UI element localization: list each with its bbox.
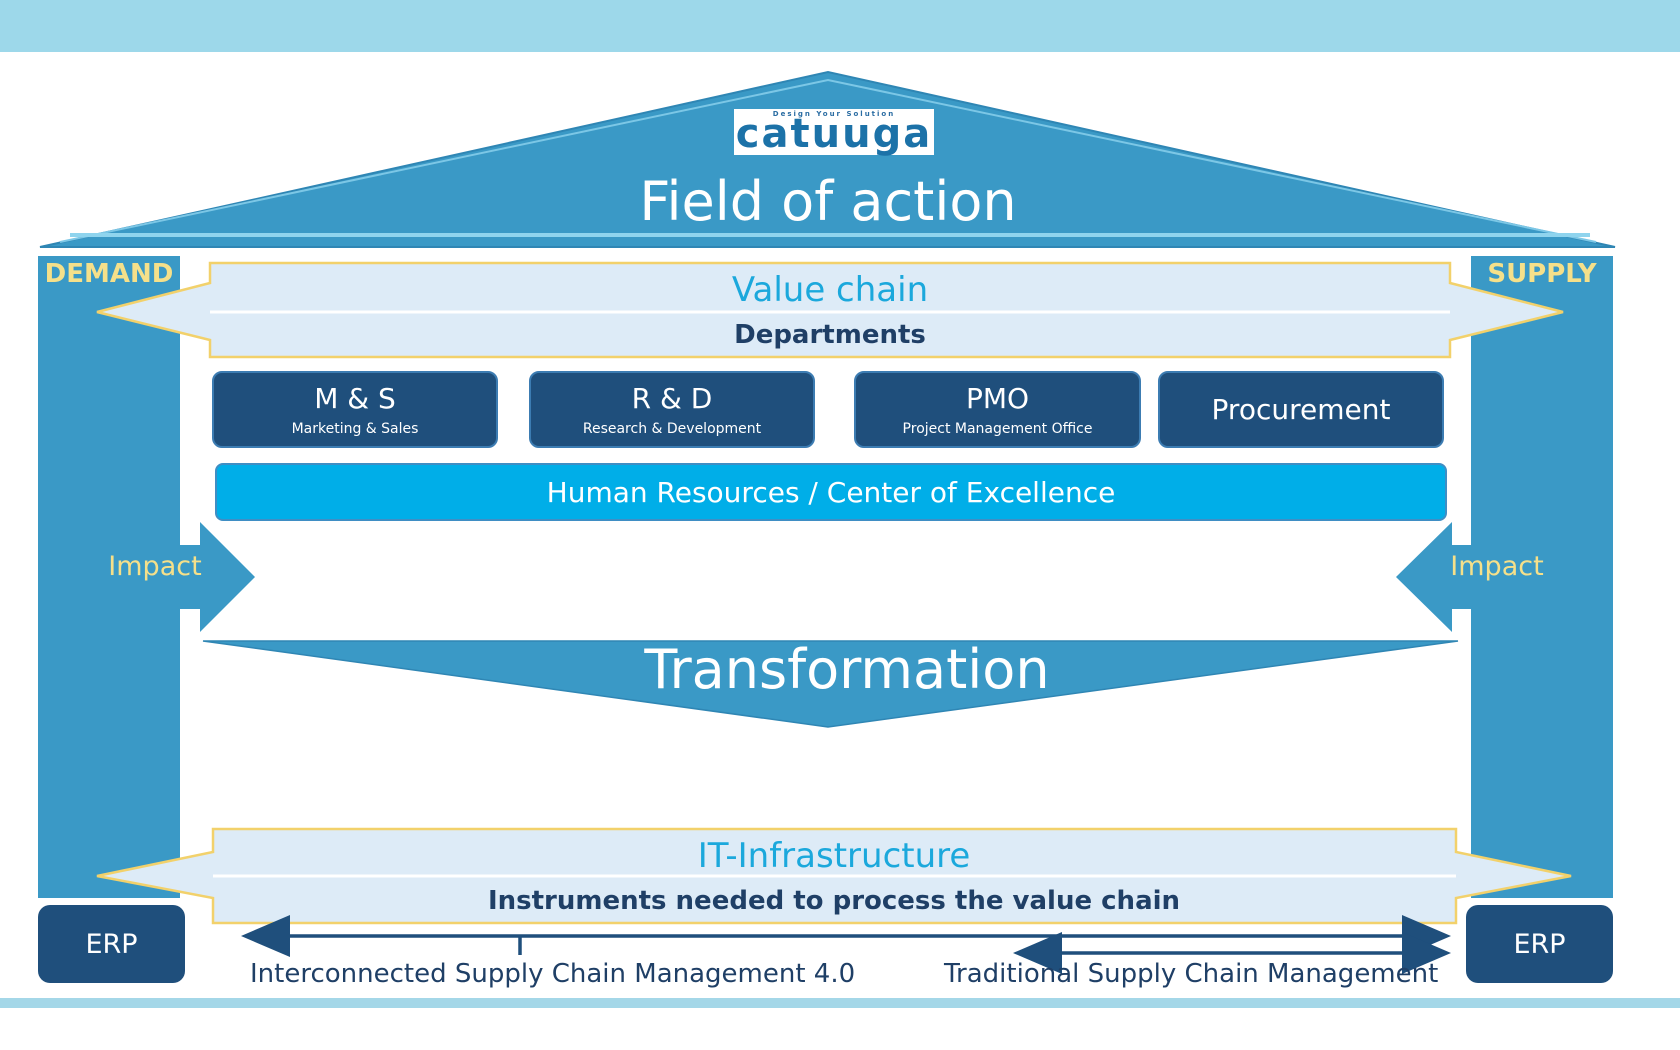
logo-wordmark: catuuga — [735, 111, 933, 157]
roof-inner-line — [59, 78, 1597, 243]
roof-triangle — [39, 70, 1616, 248]
impact-arrow-left — [180, 522, 255, 632]
value-chain-band — [96, 261, 1564, 359]
impact-label-right: Impact — [1450, 551, 1544, 582]
erp-box-left: ERP — [38, 905, 185, 983]
transformation-wedge — [202, 640, 1459, 728]
demand-label: DEMAND — [44, 259, 174, 289]
value-chain-title: Value chain — [731, 270, 929, 310]
impact-label-left: Impact — [108, 551, 202, 582]
department-procurement: Procurement — [1158, 371, 1444, 448]
department-subtitle: Marketing & Sales — [291, 420, 419, 437]
department-subtitle: Research & Development — [582, 420, 762, 437]
interconnected-scm-label: Interconnected Supply Chain Management 4… — [250, 959, 856, 989]
bottom-band — [0, 998, 1680, 1008]
logo-tagline: Design Your Solution — [772, 110, 896, 118]
department-subtitle: Project Management Office — [902, 420, 1093, 437]
it-infrastructure-subtitle: Instruments needed to process the value … — [487, 886, 1181, 916]
human-resources-bar: Human Resources / Center of Excellence — [215, 463, 1447, 521]
erp-box-right: ERP — [1466, 905, 1613, 983]
field-of-action-title: Field of action — [639, 170, 1017, 233]
department-name: R & D — [631, 381, 713, 415]
it-infrastructure-title: IT-Infrastructure — [697, 836, 971, 876]
department-name: M & S — [314, 381, 396, 415]
department-rd: R & D Research & Development — [529, 371, 815, 448]
supply-pillar — [1471, 256, 1613, 898]
top-band — [0, 0, 1680, 52]
transformation-label: Transformation — [644, 638, 1050, 701]
department-name: Procurement — [1211, 392, 1391, 426]
impact-arrow-right — [1396, 522, 1471, 632]
departments-subtitle: Departments — [734, 320, 926, 350]
department-pmo: PMO Project Management Office — [854, 371, 1141, 448]
catuuga-logo: Design Your Solution catuuga — [734, 109, 934, 155]
department-name: PMO — [965, 381, 1030, 415]
supply-label: SUPPLY — [1487, 259, 1597, 289]
traditional-scm-label: Traditional Supply Chain Management — [944, 959, 1439, 989]
department-ms: M & S Marketing & Sales — [212, 371, 498, 448]
demand-pillar — [38, 256, 180, 898]
